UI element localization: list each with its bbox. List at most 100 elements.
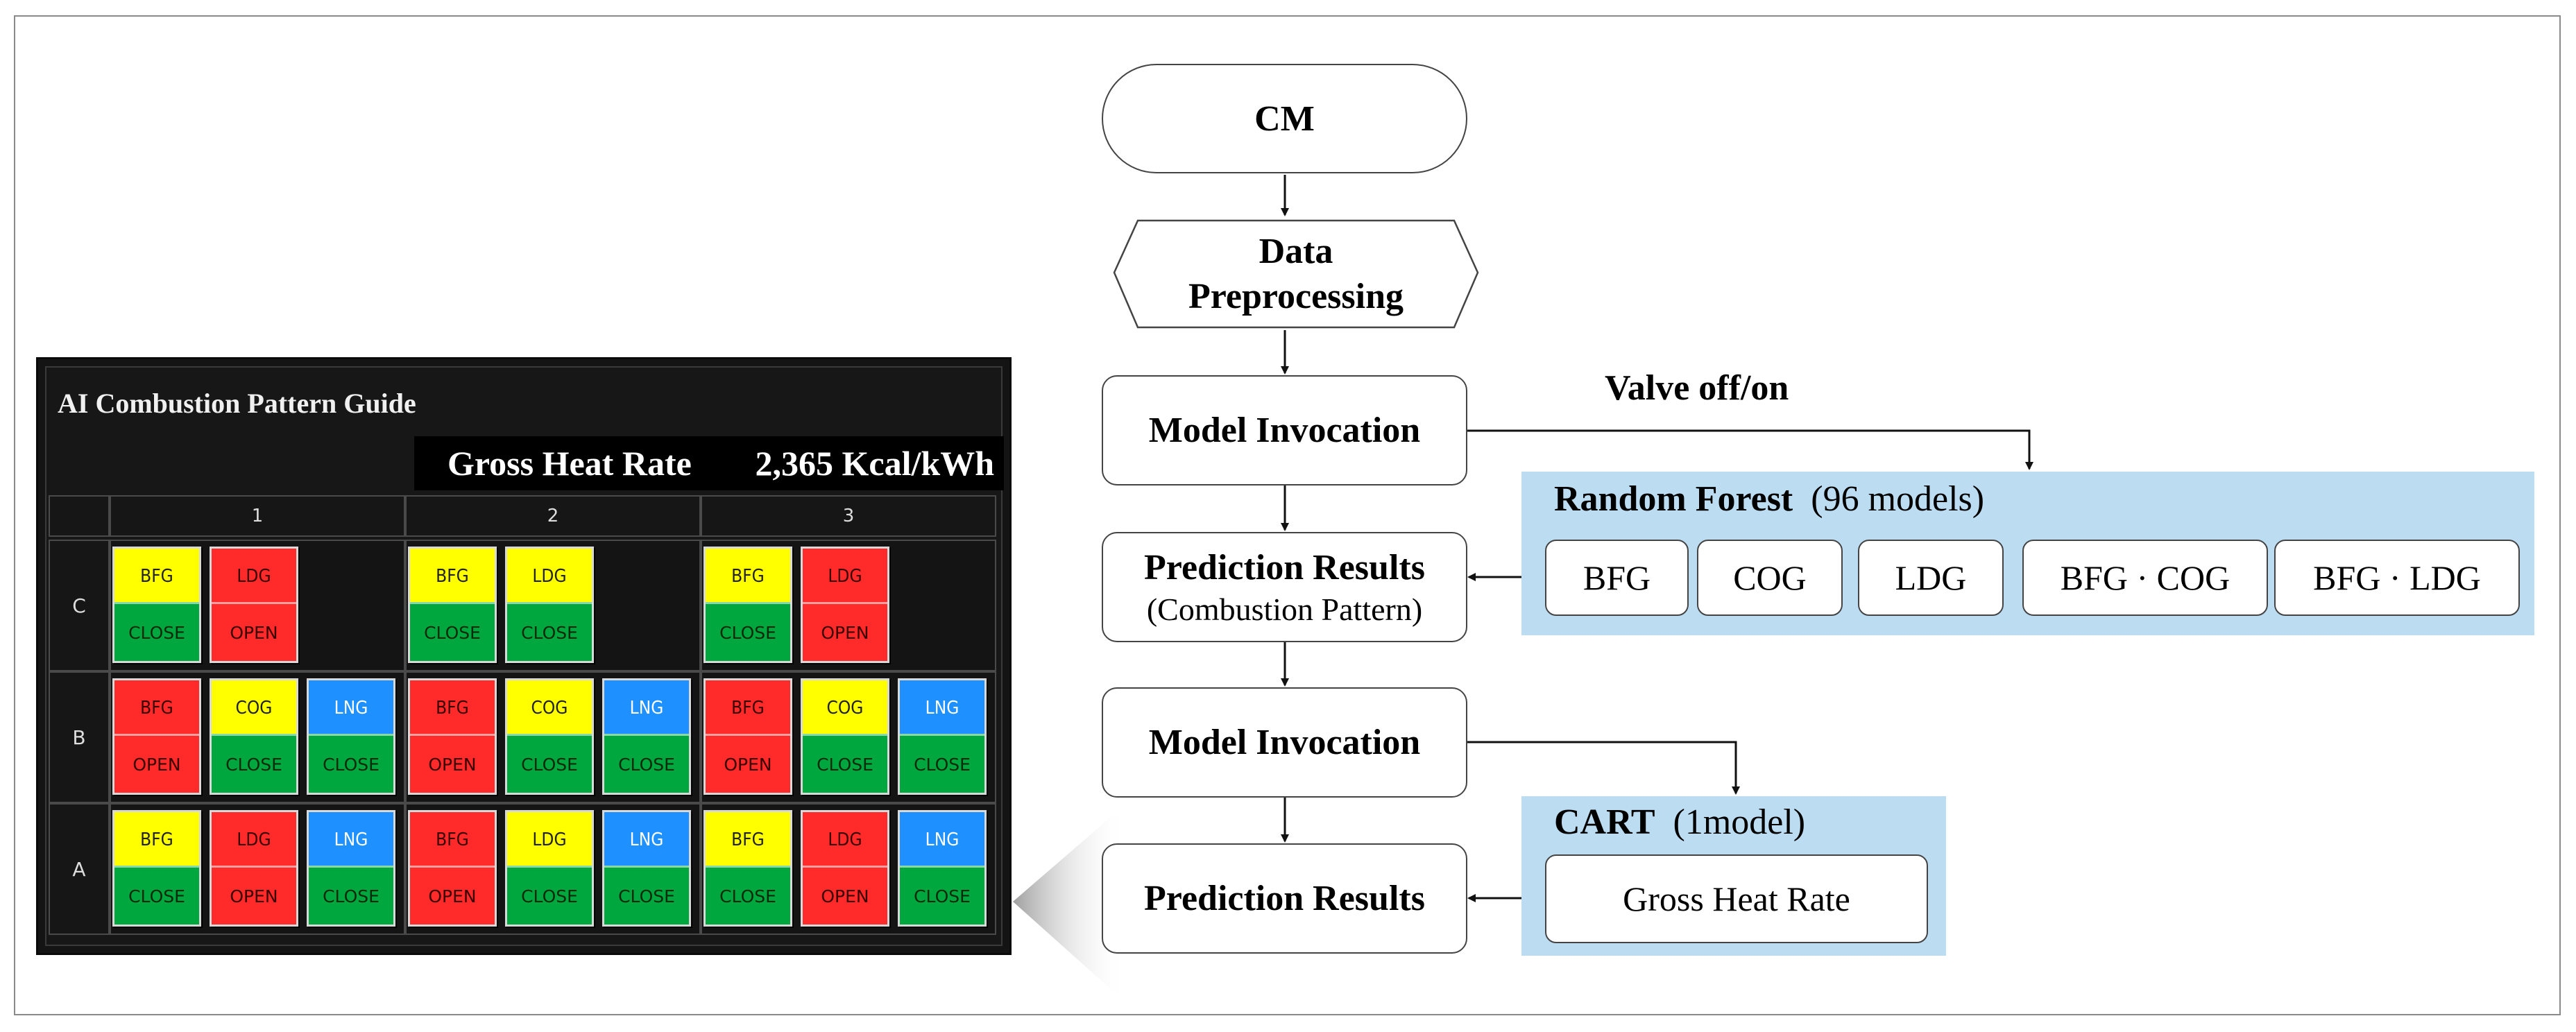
valve-state-label: CLOSE (507, 734, 592, 793)
gross-heat-rate-bar: Gross Heat Rate 2,365 Kcal/kWh (414, 436, 1004, 490)
valve-fuel-label: LDG (212, 812, 296, 868)
valve-state-label: CLOSE (114, 866, 199, 925)
cart-count: (1model) (1673, 802, 1806, 842)
valve-state-label: CLOSE (309, 866, 393, 925)
model-box-ldg: LDG (1858, 540, 2004, 616)
column-header-1: 1 (110, 495, 405, 537)
cm-node: CM (1102, 64, 1467, 173)
row-header-a: A (49, 803, 110, 935)
prediction-results-label-1: Prediction Results (1144, 548, 1425, 588)
valve-fuel-label: BFG (410, 812, 495, 868)
valve-state-label: CLOSE (507, 866, 592, 925)
row-header-b: B (49, 671, 110, 803)
gross-heat-rate-value: 2,365 Kcal/kWh (755, 444, 994, 483)
valve-state-label: OPEN (803, 866, 887, 925)
preprocess-label-1: Data (1259, 232, 1333, 271)
valve-state-label: OPEN (212, 866, 296, 925)
valve-state-label: CLOSE (212, 734, 296, 793)
valve-state-label: CLOSE (900, 866, 984, 925)
ai-pattern-panel: AI Combustion Pattern Guide Gross Heat R… (36, 357, 1012, 955)
valve-fuel-label: COG (803, 680, 887, 736)
valve-fuel-label: LNG (309, 812, 393, 868)
valve-fuel-label: LNG (900, 812, 984, 868)
valve-fuel-label: BFG (114, 812, 199, 868)
model-invocation-label-1: Model Invocation (1148, 411, 1421, 450)
figure-frame (14, 15, 2561, 1015)
valve-fuel-label: COG (212, 680, 296, 736)
combustion-pattern-label: (Combustion Pattern) (1146, 592, 1423, 628)
prediction-results-node-1: Prediction Results (Combustion Pattern) (1102, 532, 1467, 642)
valve-fuel-label: BFG (114, 680, 199, 736)
valve-fuel-label: BFG (410, 549, 495, 604)
model-box-bfg-cog: BFG · COG (2022, 540, 2268, 616)
valve-fuel-label: BFG (706, 812, 790, 868)
cart-title: CART (1model) (1554, 802, 1805, 843)
model-box-gross-heat-rate: Gross Heat Rate (1545, 854, 1928, 943)
valve-state-label: OPEN (803, 602, 887, 661)
column-header-3: 3 (701, 495, 996, 537)
preprocess-node: Data Preprocessing (1138, 221, 1454, 327)
valve-fuel-label: LNG (900, 680, 984, 736)
model-invocation-node-1: Model Invocation (1102, 375, 1467, 485)
valve-fuel-label: COG (507, 680, 592, 736)
valve-state-label: CLOSE (900, 734, 984, 793)
valve-fuel-label: LDG (507, 549, 592, 604)
valve-state-label: CLOSE (410, 602, 495, 661)
arrow-invocation-to-random-forest (1467, 429, 2033, 470)
arrow-invocation-to-cart (1467, 741, 1740, 795)
valve-state-label: CLOSE (706, 866, 790, 925)
model-box-bfg: BFG (1545, 540, 1689, 616)
model-box-bfg-ldg: BFG · LDG (2274, 540, 2520, 616)
random-forest-count: (96 models) (1811, 479, 1985, 519)
valve-fuel-label: LDG (507, 812, 592, 868)
valve-fuel-label: LDG (212, 549, 296, 604)
valve-state-label: OPEN (410, 734, 495, 793)
valve-fuel-label: BFG (706, 680, 790, 736)
valve-state-label: CLOSE (706, 602, 790, 661)
prediction-results-node-2: Prediction Results (1102, 843, 1467, 954)
valve-fuel-label: BFG (410, 680, 495, 736)
row-header-c: C (49, 540, 110, 671)
valve-state-label: OPEN (706, 734, 790, 793)
column-header-2: 2 (405, 495, 701, 537)
grid-corner (49, 495, 110, 537)
valve-fuel-label: LNG (604, 680, 689, 736)
valve-state-label: CLOSE (507, 602, 592, 661)
preprocess-shape (1113, 219, 1479, 329)
cm-label: CM (1254, 98, 1315, 139)
valve-fuel-label: LNG (604, 812, 689, 868)
random-forest-name: Random Forest (1554, 479, 1793, 519)
valve-state-label: OPEN (410, 866, 495, 925)
valve-state-label: CLOSE (604, 734, 689, 793)
cart-name: CART (1554, 802, 1655, 842)
valve-state-label: CLOSE (114, 602, 199, 661)
valve-state-label: OPEN (114, 734, 199, 793)
model-invocation-node-2: Model Invocation (1102, 687, 1467, 798)
zoom-wedge (1013, 805, 1125, 1002)
valve-state-label: CLOSE (604, 866, 689, 925)
valve-fuel-label: BFG (706, 549, 790, 604)
model-invocation-label-2: Model Invocation (1148, 723, 1421, 762)
preprocess-label-2: Preprocessing (1188, 277, 1404, 316)
